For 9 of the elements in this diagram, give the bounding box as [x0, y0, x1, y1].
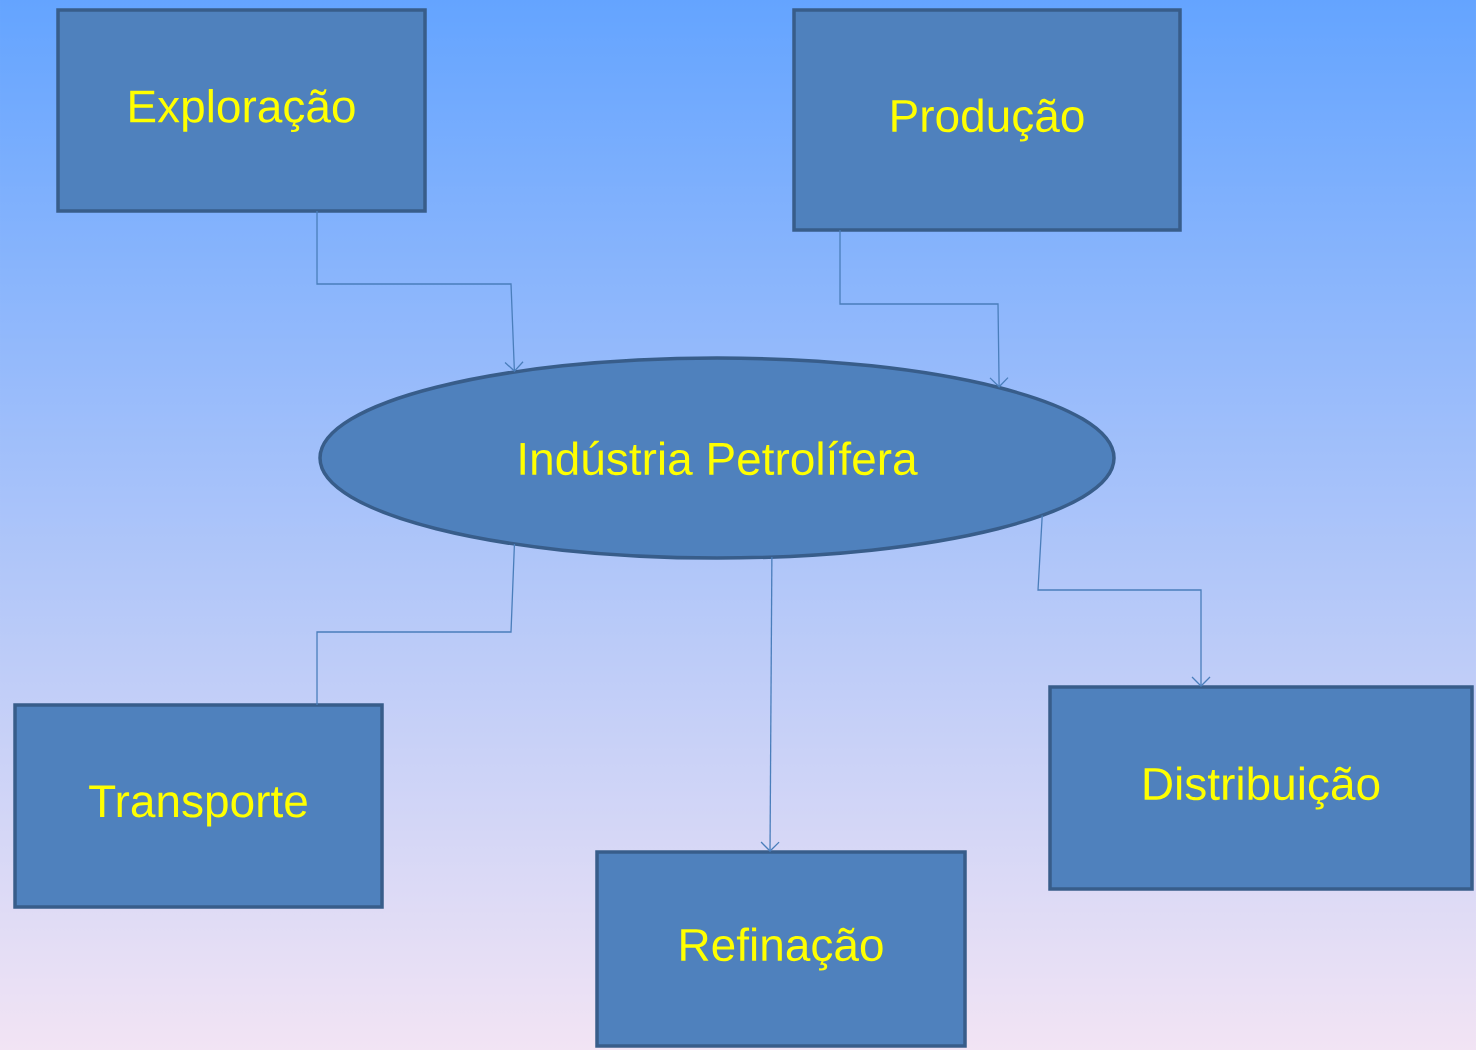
process-box: Refinação	[595, 850, 967, 1048]
arrow	[760, 556, 780, 852]
process-box: Distribuição	[1048, 685, 1474, 891]
process-box: Transporte	[13, 703, 384, 909]
arrow	[839, 229, 1009, 388]
arrow	[316, 210, 524, 372]
process-box: Exploração	[56, 8, 427, 213]
process-box: Produção	[792, 8, 1182, 232]
arrow	[1037, 514, 1211, 687]
